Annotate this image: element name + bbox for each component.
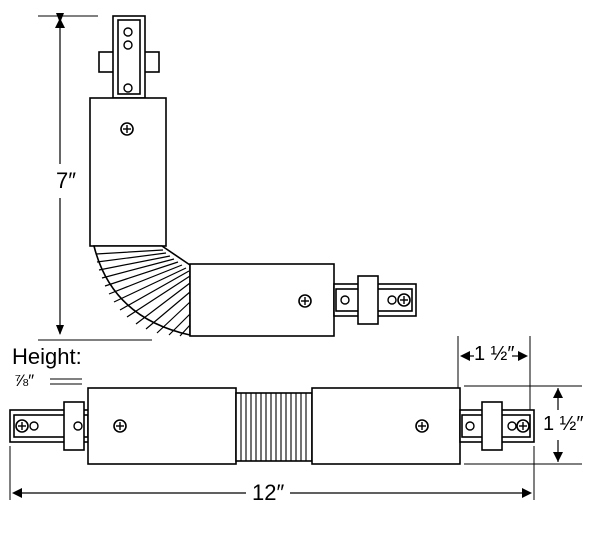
width-dimension — [464, 385, 582, 465]
left-housing — [87, 387, 237, 465]
top-end-adapter — [98, 15, 160, 99]
vertical-length-label: 7″ — [56, 168, 77, 193]
height-marker — [50, 378, 82, 385]
vertical-dimension — [38, 13, 152, 341]
overall-length-dimension — [9, 446, 535, 500]
end-length-label: 1 ½″ — [474, 343, 515, 365]
right-end-adapter — [333, 275, 417, 325]
height-value: ⅞″ — [14, 371, 35, 390]
flex-bellows-straight — [235, 392, 313, 462]
horizontal-housing — [189, 263, 335, 337]
overall-length-label: 12″ — [252, 480, 285, 505]
height-label: Height: — [12, 344, 82, 369]
right-end-adapter-bottom — [459, 401, 535, 451]
flex-bellows-elbow — [92, 245, 191, 337]
width-label: 1 ½″ — [543, 413, 584, 435]
vertical-housing — [89, 97, 167, 247]
left-end-adapter — [9, 401, 91, 451]
straight-connector — [9, 387, 535, 465]
right-housing — [311, 387, 461, 465]
flexed-connector — [89, 15, 417, 337]
end-length-dimension — [457, 336, 531, 410]
